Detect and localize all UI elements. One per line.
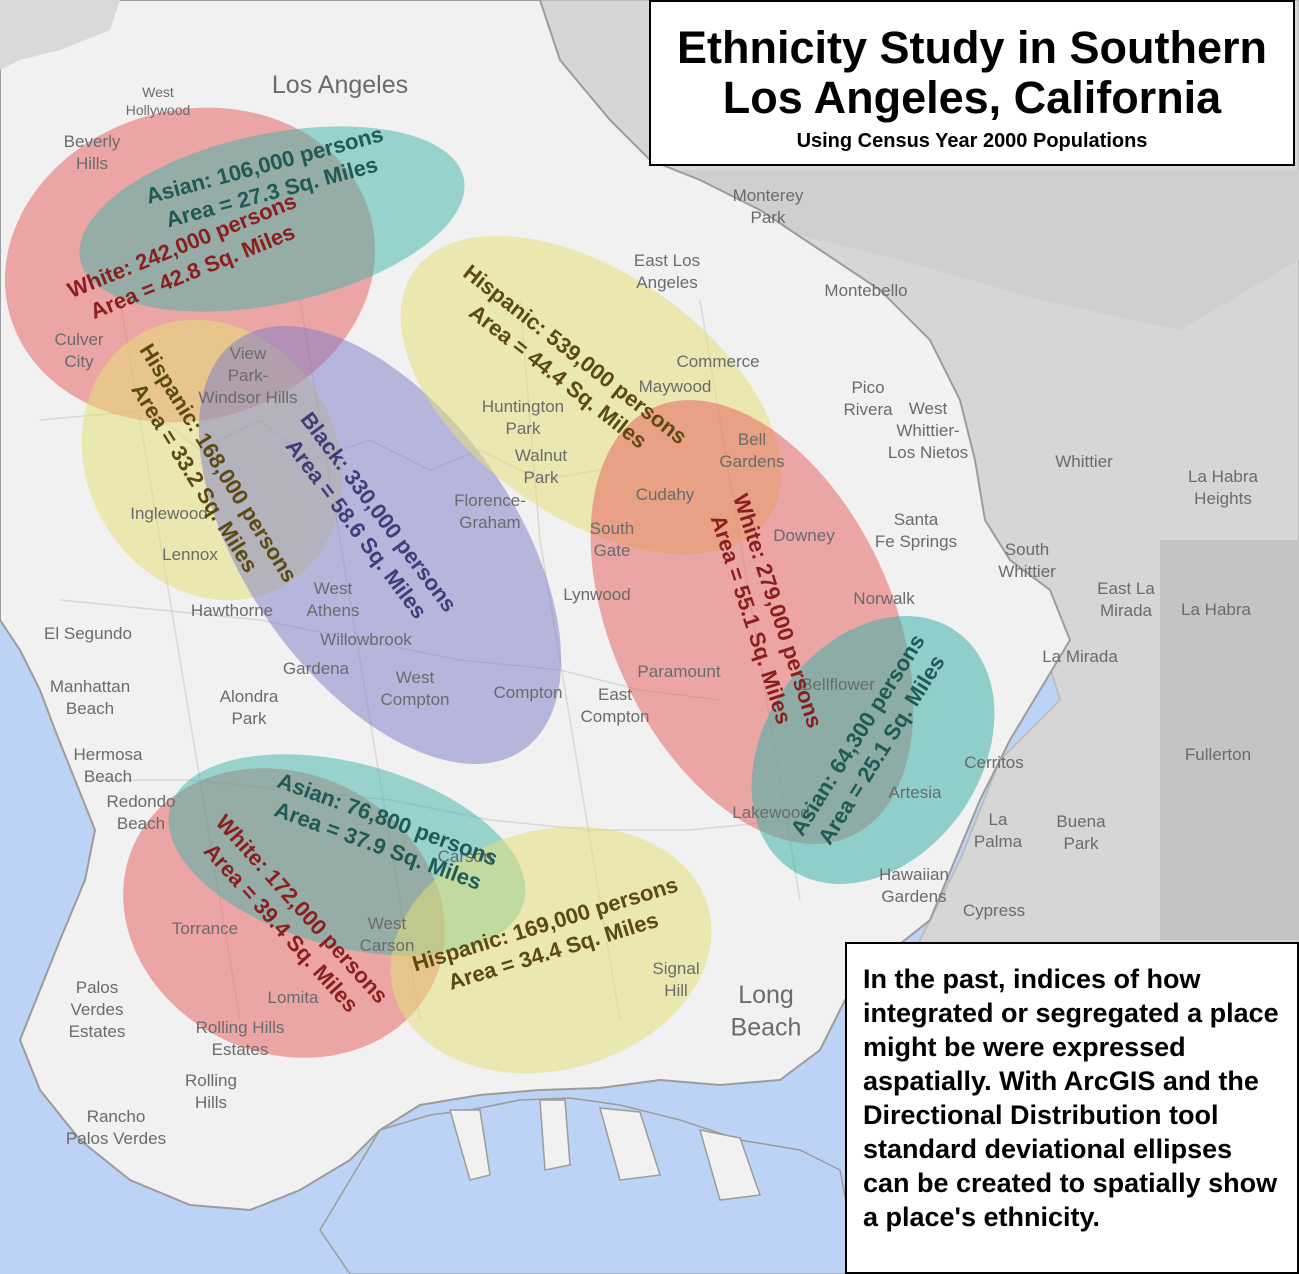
place-label-cypress: Cypress xyxy=(963,901,1025,920)
county-east-dark-2 xyxy=(680,170,1299,330)
place-label-fullerton: Fullerton xyxy=(1185,745,1251,764)
place-label-lynwood: Lynwood xyxy=(563,585,630,604)
place-label-commerce: Commerce xyxy=(676,352,759,371)
place-label-cudahy: Cudahy xyxy=(636,485,695,504)
place-label-maywood: Maywood xyxy=(639,377,712,396)
ellipse-black-central xyxy=(198,326,562,764)
place-label-la-mirada: La Mirada xyxy=(1042,647,1118,666)
place-label-torrance: Torrance xyxy=(172,919,238,938)
place-label-inglewood: Inglewood xyxy=(130,504,208,523)
west-land xyxy=(0,0,120,70)
place-label-montebello: Montebello xyxy=(824,281,907,300)
place-label-paramount: Paramount xyxy=(637,662,720,681)
map-subtitle: Using Census Year 2000 Populations xyxy=(796,130,1148,152)
title-box: Ethnicity Study in Southern Los Angeles,… xyxy=(649,0,1295,166)
place-label-compton: Compton xyxy=(494,683,563,702)
place-label-la-habra: La Habra xyxy=(1181,600,1251,619)
place-label-el-segundo: El Segundo xyxy=(44,624,132,643)
note-box: In the past, indices of how integrated o… xyxy=(845,942,1299,1274)
place-label-lakewood: Lakewood xyxy=(732,803,810,822)
ellipse-hispanic-south xyxy=(390,826,712,1074)
place-label-whittier: Whittier xyxy=(1055,452,1113,471)
place-label-lennox: Lennox xyxy=(162,545,218,564)
place-label-bellflower: Bellflower xyxy=(801,675,875,694)
place-label-downey: Downey xyxy=(773,526,835,545)
map-title-line-2: Los Angeles, California xyxy=(722,72,1222,123)
place-label-florence-graham: Florence-Graham xyxy=(454,491,526,532)
place-label-norwalk: Norwalk xyxy=(853,589,915,608)
place-label-lomita: Lomita xyxy=(267,988,319,1007)
place-label-carson: Carson xyxy=(438,847,493,866)
ellipse-asian-west xyxy=(79,126,465,312)
place-label-cerritos: Cerritos xyxy=(964,753,1024,772)
ellipse-asian-east xyxy=(751,616,995,884)
map-title-line-1: Ethnicity Study in Southern xyxy=(676,22,1267,73)
place-label-los-angeles: Los Angeles xyxy=(272,71,408,99)
ellipses xyxy=(4,107,995,1074)
place-label-hawthorne: Hawthorne xyxy=(191,601,273,620)
place-label-gardena: Gardena xyxy=(283,659,350,678)
note-text: In the past, indices of how integrated o… xyxy=(863,964,1279,1232)
place-label-willowbrook: Willowbrook xyxy=(320,630,412,649)
harbor-piers xyxy=(449,1099,762,1201)
place-label-artesia: Artesia xyxy=(889,783,942,802)
county-east-dark xyxy=(1160,540,1299,940)
